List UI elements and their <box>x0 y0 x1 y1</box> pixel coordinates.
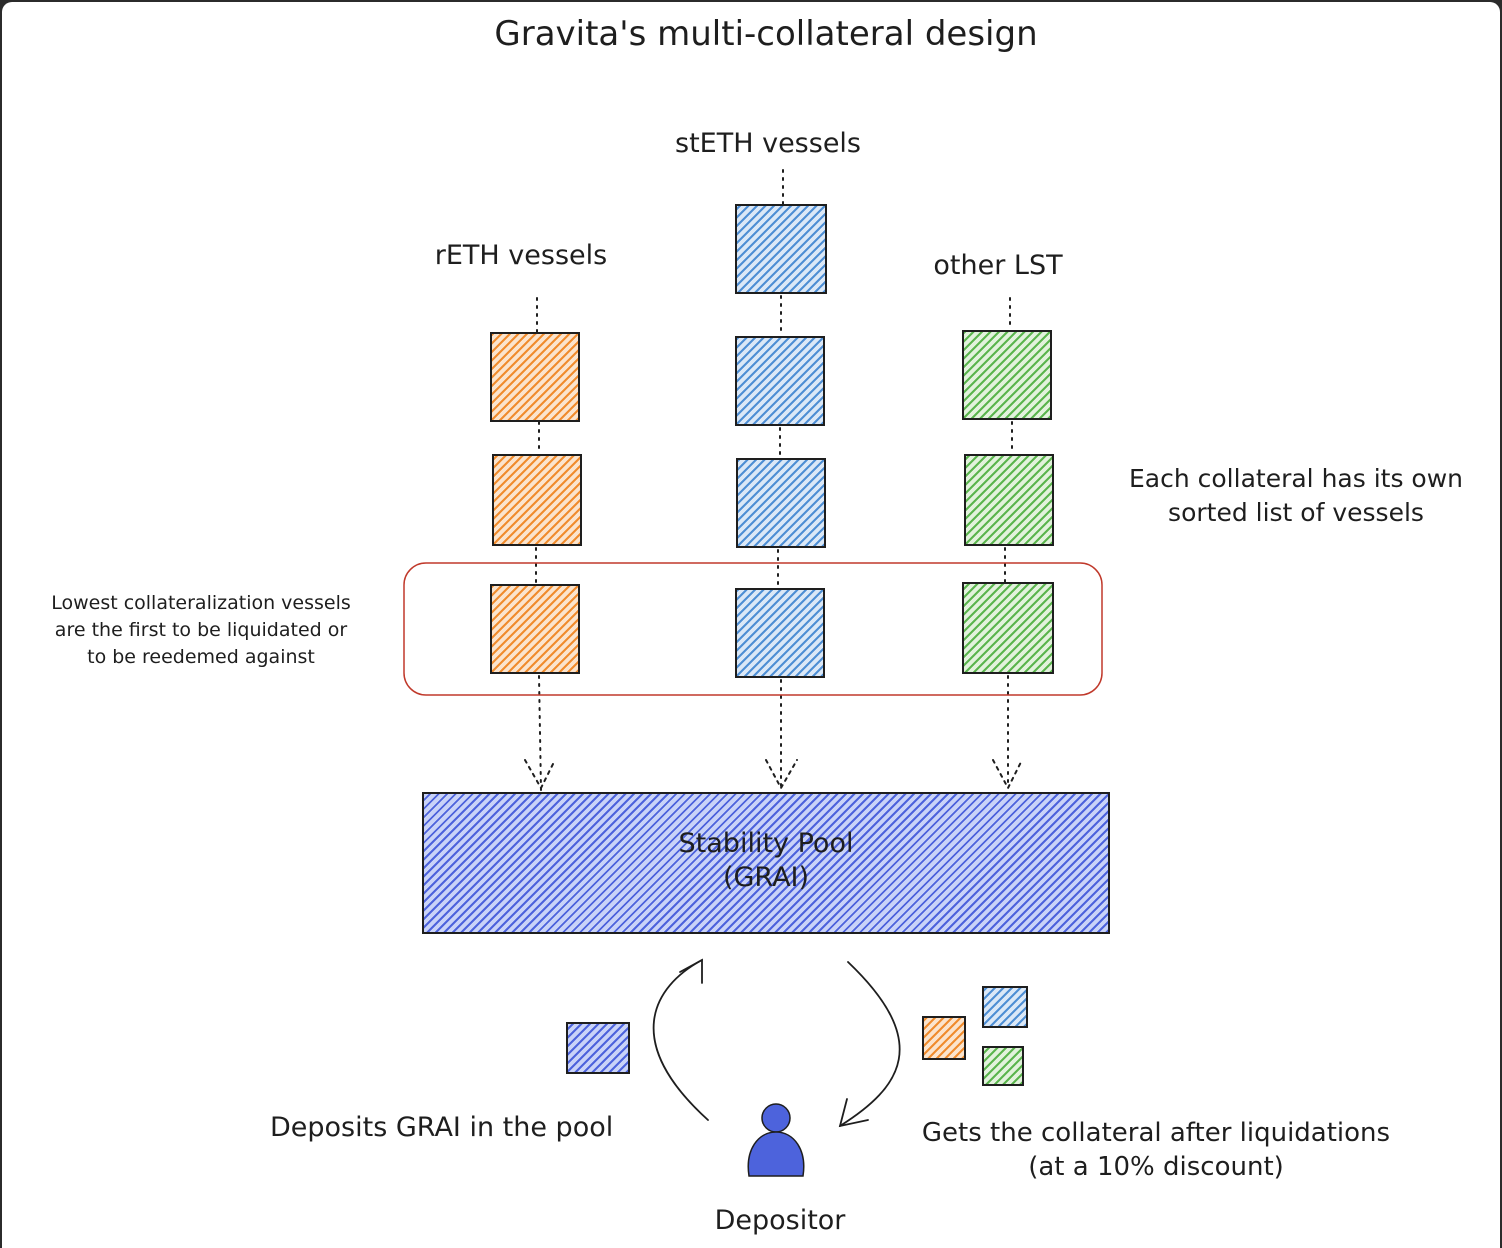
grai-deposit-box <box>566 1022 630 1074</box>
lowest-collateralization-note: Lowest collateralization vessels are the… <box>51 590 351 671</box>
arrowhead <box>524 759 556 791</box>
other-lst-column-label: other LST <box>933 250 1063 281</box>
stability-pool-label: Stability Pool (GRAI) <box>679 827 854 895</box>
stability-pool-token: (GRAI) <box>722 862 810 893</box>
steth-vessel-lowest <box>735 588 825 678</box>
other-lst-collateral-box <box>982 1046 1024 1086</box>
steth-vessel <box>735 336 825 426</box>
reth-vessel <box>490 332 580 422</box>
lowest-highlight-frame <box>403 562 1103 696</box>
lowest-note-line: Lowest collateralization vessels <box>51 592 351 614</box>
deposit-arrow <box>652 959 709 1121</box>
deposit-label: Deposits GRAI in the pool <box>270 1112 614 1143</box>
sorted-list-note-line: Each collateral has its own <box>1128 464 1464 493</box>
stability-pool-box <box>422 792 1110 934</box>
lowest-note-line: are the first to be liquidated or <box>54 619 348 641</box>
collateral-label-line: (at a 10% discount) <box>1028 1152 1284 1182</box>
reth-column-label: rETH vessels <box>434 240 608 271</box>
collateral-arrow <box>839 961 901 1127</box>
reth-connector <box>538 675 542 791</box>
steth-vessel <box>736 458 826 548</box>
arrowhead <box>765 759 798 791</box>
reth-vessel <box>492 454 582 546</box>
collateral-label: Gets the collateral after liquidations (… <box>922 1116 1390 1184</box>
collateral-arrowhead <box>838 1098 869 1128</box>
other-lst-vessel-lowest <box>962 582 1054 674</box>
reth-collateral-box <box>922 1016 966 1060</box>
other-lst-vessel <box>964 454 1054 546</box>
steth-collateral-box <box>982 986 1028 1028</box>
stability-pool-title: Stability Pool <box>678 828 854 859</box>
sorted-list-note: Each collateral has its own sorted list … <box>1129 462 1463 530</box>
sorted-list-note-line: sorted list of vessels <box>1168 498 1424 527</box>
collateral-label-line: Gets the collateral after liquidations <box>921 1118 1391 1148</box>
deposit-arrowhead <box>679 958 703 984</box>
other-lst-vessel <box>962 330 1052 420</box>
depositor-label: Depositor <box>714 1205 846 1236</box>
reth-vessel-lowest <box>490 584 580 674</box>
steth-vessel <box>735 204 827 294</box>
lowest-note-line: to be reedemed against <box>87 646 315 668</box>
steth-column-label: stETH vessels <box>675 128 861 159</box>
arrowhead <box>992 759 1023 791</box>
diagram-title: Gravita's multi-collateral design <box>494 14 1038 54</box>
